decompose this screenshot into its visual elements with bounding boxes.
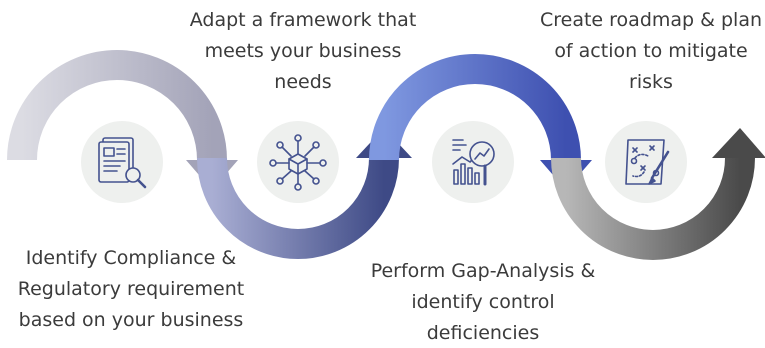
step-2-label: Adapt a framework that meets your busine…: [172, 5, 434, 98]
step-1-line-3: based on your business: [18, 309, 244, 331]
step-3-line-3: deficiencies: [426, 322, 540, 344]
step-3-line-2: identify control: [411, 291, 555, 313]
step-1-line-1: Identify Compliance &: [25, 247, 237, 269]
step-4-line-1: Create roadmap & plan: [539, 9, 763, 31]
step-4-line-3: risks: [629, 71, 673, 93]
step-1-line-2: Regulatory requirement: [17, 278, 245, 300]
flow-arc-3: [369, 54, 581, 161]
network-cube-icon: [269, 134, 327, 191]
step-3-line-1: Perform Gap-Analysis &: [370, 260, 596, 282]
step-1-label: Identify Compliance & Regulatory require…: [0, 243, 262, 336]
flow-arc-1: [7, 50, 227, 161]
step-2-line-3: needs: [274, 71, 332, 93]
step-4-label: Create roadmap & plan of action to mitig…: [520, 5, 765, 98]
flow-arrowhead-4: [712, 128, 765, 158]
step-3-label: Perform Gap-Analysis & identify control …: [352, 256, 614, 348]
document-search-icon: [98, 137, 147, 189]
step-4-line-2: of action to mitigate: [554, 40, 748, 62]
icon-circle-4: [605, 121, 687, 203]
flow-arc-2: [197, 157, 399, 259]
step-2-line-2: meets your business: [204, 40, 402, 62]
analysis-magnifier-icon: [452, 139, 495, 186]
strategy-board-icon: [625, 139, 670, 185]
step-2-line-1: Adapt a framework that: [189, 9, 417, 31]
flow-arc-4: [551, 157, 755, 260]
